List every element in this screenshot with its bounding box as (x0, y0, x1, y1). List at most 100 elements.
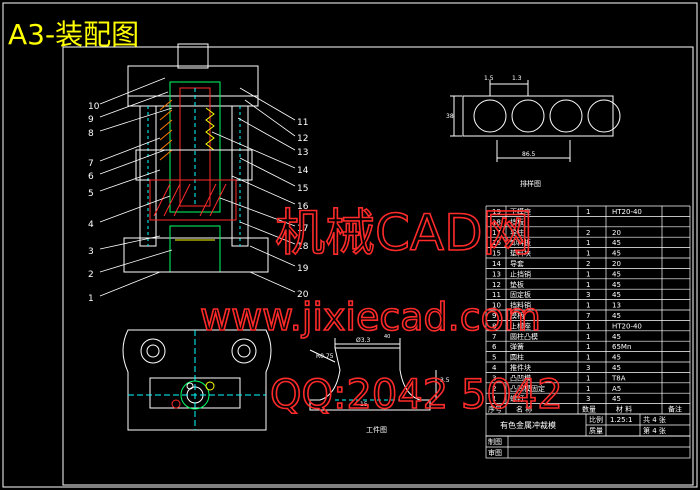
bom-cell-no: 4 (492, 364, 497, 372)
bom-cell-no: 6 (492, 343, 497, 351)
bom-cell-name: 圆柱 (510, 353, 524, 362)
scale-label: 比例 (589, 415, 603, 424)
leader-lines-left (99, 77, 173, 297)
bom-cell-mat: 45 (612, 364, 621, 372)
strip-layout-label: 排样图 (520, 179, 541, 188)
bom-cell-mat: HT20-40 (612, 208, 642, 216)
bom-cell-no: 10 (492, 302, 501, 310)
bom-cell-mat: 45 (612, 250, 621, 258)
bom-cell-no: 13 (492, 270, 501, 278)
bom-cell-no: 16 (492, 239, 501, 247)
callout-number: 17 (297, 224, 308, 234)
dim-strip-4: 86.5 (522, 151, 536, 158)
bom-cell-no: 8 (492, 322, 496, 330)
bom-cell-mat: 45 (612, 333, 621, 341)
bom-cell-qty: 1 (586, 270, 590, 278)
drawing-name: 有色金属冲裁模 (500, 420, 556, 430)
bom-cell-mat: 45 (612, 354, 621, 362)
bom-cell-name: 上模座 (510, 321, 531, 330)
bom-header-no: 序号 (488, 405, 502, 414)
bom-cell-no: 3 (492, 374, 496, 382)
bom-cell-qty: 7 (586, 312, 590, 320)
callout-number: 5 (88, 189, 94, 199)
workpiece-view (309, 338, 437, 411)
bom-cell-no: 9 (492, 312, 496, 320)
bom-cell-qty: 3 (586, 291, 590, 299)
bom-cell-name: 下模座 (510, 207, 531, 216)
sheet-number: 第 4 张 (643, 426, 666, 435)
bom-cell-qty: 3 (586, 364, 590, 372)
bom-cell-name: 卸料板 (510, 238, 531, 247)
bom-cell-qty: 1 (586, 281, 590, 289)
bom-cell-name: 垫板 (510, 280, 524, 289)
bom-cell-no: 12 (492, 281, 501, 289)
strip-layout-view (450, 80, 621, 162)
bom-cell-mat: 45 (612, 239, 621, 247)
watermark: 机械CAD网 www.jixiecad.com QQ:2042 5042 (199, 203, 563, 419)
weight-label: 质量 (589, 426, 603, 435)
top-plan-view (122, 329, 272, 431)
watermark-line2: www.jixiecad.com (200, 295, 541, 339)
bom-cell-mat: T8A (611, 374, 626, 382)
table-row: 1 螺钉 3 45 (486, 392, 690, 403)
callout-number: 2 (88, 270, 94, 280)
dim-workpiece-radius: R0.75 (316, 353, 334, 360)
bom-cell-name: 挡料销 (510, 301, 531, 310)
bom-cell-qty: 1 (586, 343, 590, 351)
bom-cell-no: 1 (492, 395, 496, 403)
bom-cell-no: 11 (492, 291, 501, 299)
bom-header-qty: 数量 (582, 405, 596, 414)
callout-number: 20 (297, 290, 309, 300)
bom-cell-name: 螺钉 (510, 394, 524, 403)
callout-number: 15 (297, 184, 308, 194)
bom-cell-mat: A5 (612, 385, 621, 393)
bom-cell-qty: 1 (586, 322, 590, 330)
bom-cell-name: 凸凹模固定 (510, 384, 545, 393)
workpiece-label: 工件图 (366, 425, 387, 434)
bom-cell-qty: 1 (586, 333, 590, 341)
bom-cell-mat: 45 (612, 281, 621, 289)
watermark-line3: QQ:2042 5042 (270, 372, 563, 418)
bom-cell-no: 2 (492, 385, 496, 393)
bom-cell-no: 17 (492, 229, 501, 237)
assembly-section-view (123, 43, 269, 273)
dim-strip-1: 1.5 (484, 75, 494, 82)
bom-cell-mat: 65Mn (612, 343, 631, 351)
callout-number: 3 (88, 247, 94, 257)
callout-number: 13 (297, 148, 308, 158)
callout-number: 8 (88, 129, 94, 139)
bom-cell-name: 挡板 (510, 217, 524, 226)
callout-number: 1 (88, 294, 94, 304)
callout-number: 11 (297, 118, 308, 128)
bom-cell-name: 弹簧 (510, 342, 524, 351)
bom-cell-mat: 20 (612, 229, 621, 237)
bom-cell-qty: 3 (586, 395, 590, 403)
bom-cell-name: 导套 (510, 259, 524, 268)
bom-cell-no: 7 (492, 333, 496, 341)
bom-header-note: 备注 (668, 405, 682, 414)
bom-cell-mat: 45 (612, 312, 621, 320)
callout-number: 9 (88, 115, 94, 125)
bom-cell-no: 14 (492, 260, 501, 268)
callout-number: 14 (297, 166, 309, 176)
sheet-title: A3-装配图 (8, 18, 139, 51)
bom-cell-mat: 45 (612, 395, 621, 403)
callout-number: 10 (88, 102, 100, 112)
bom-header-row: 序号名 称数量材 料备注 (488, 405, 682, 414)
callout-number: 16 (297, 202, 309, 212)
bom-cell-name: 固定板 (510, 290, 531, 299)
